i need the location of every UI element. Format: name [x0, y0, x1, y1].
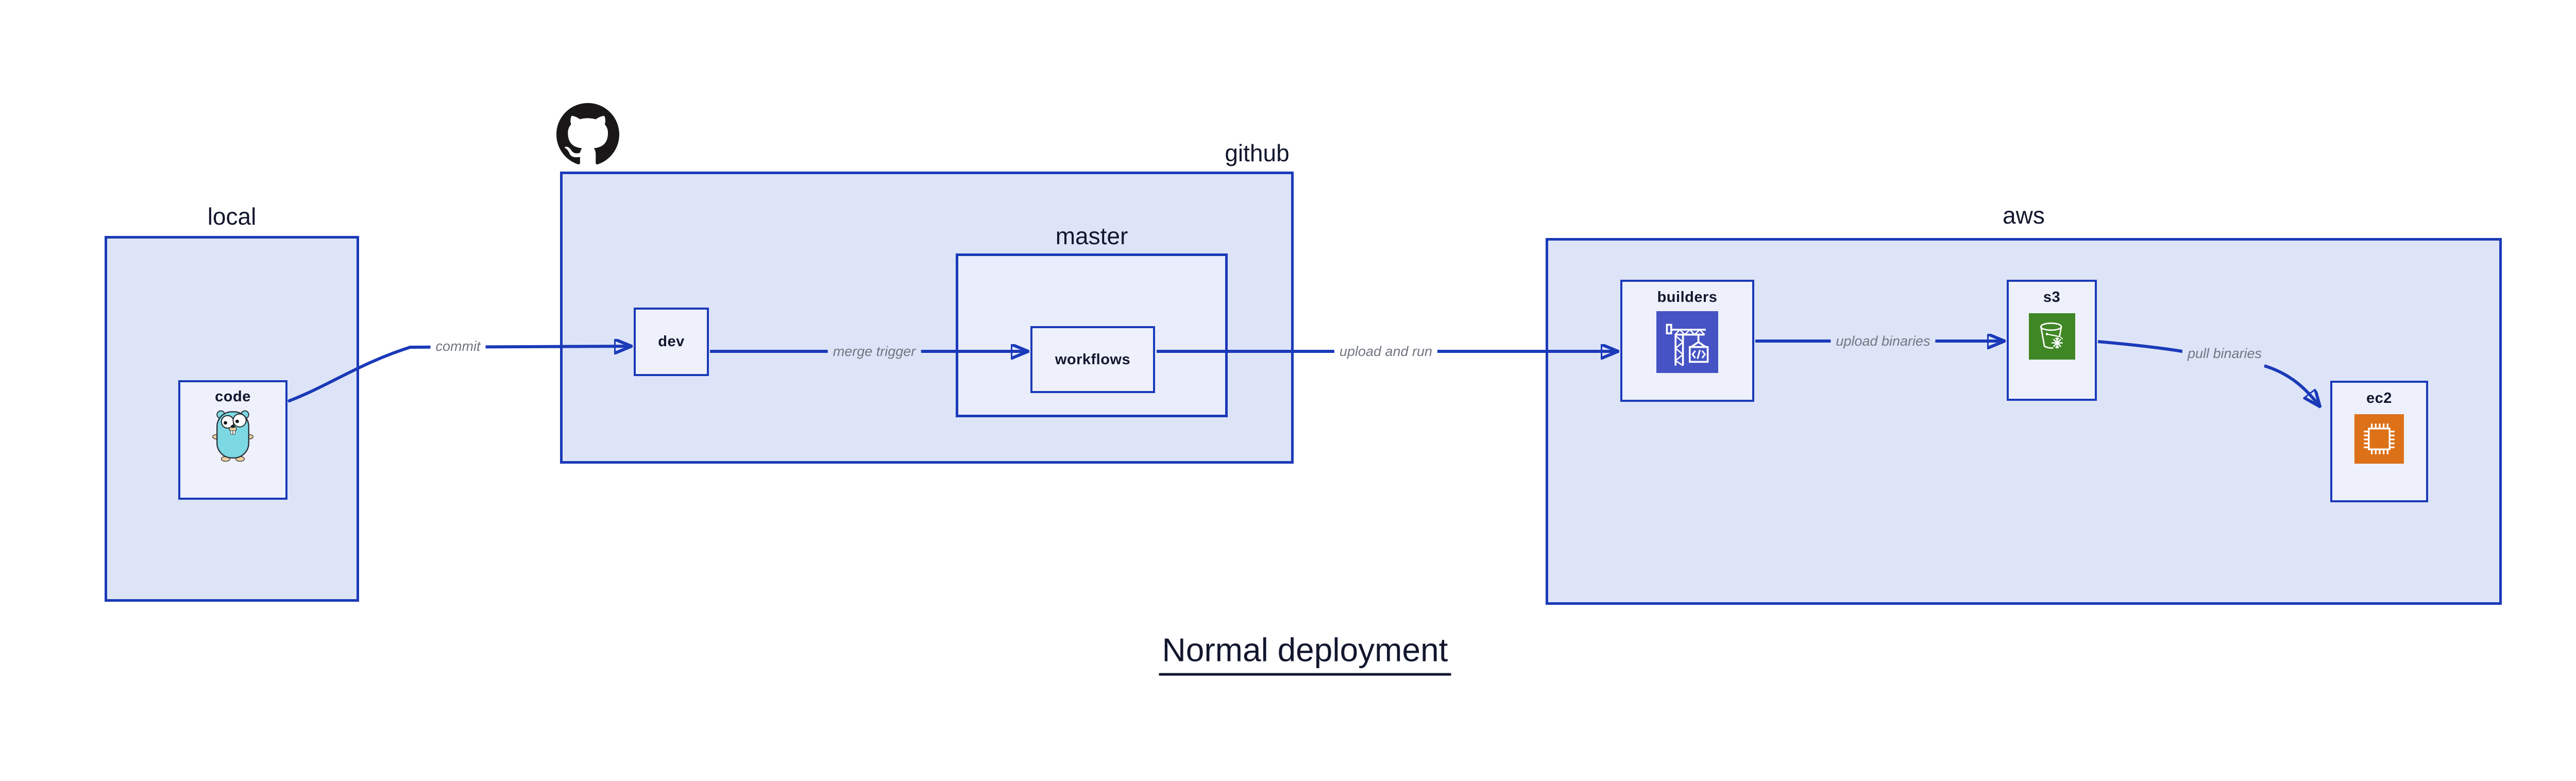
- code-label: code: [215, 388, 251, 405]
- aws-ec2-chip-icon: [2354, 414, 2404, 464]
- builders-label: builders: [1657, 289, 1718, 305]
- edge-label-upload-binaries: upload binaries: [1831, 331, 1936, 351]
- diagram-title: Normal deployment: [1159, 631, 1451, 676]
- workflows-label: workflows: [1055, 351, 1131, 368]
- node-s3: s3: [2007, 280, 2097, 401]
- github-octocat-icon: [556, 103, 619, 168]
- edge-label-commit: commit: [430, 336, 486, 356]
- go-gopher-icon: [211, 408, 255, 463]
- node-code: code: [178, 380, 287, 500]
- s3-label: s3: [2043, 289, 2061, 305]
- local-group-label: local: [207, 203, 257, 230]
- aws-codebuild-icon: [1656, 311, 1719, 373]
- edge-label-upload-and-run: upload and run: [1334, 342, 1438, 361]
- ec2-label: ec2: [2366, 390, 2392, 406]
- node-dev: dev: [634, 308, 709, 376]
- edge-label-pull-binaries: pull binaries: [2182, 344, 2267, 363]
- node-ec2: ec2: [2330, 381, 2428, 502]
- github-group-label: github: [1225, 140, 1290, 166]
- dev-label: dev: [658, 333, 685, 350]
- edge-label-merge-trigger: merge trigger: [827, 342, 921, 361]
- aws-group-label: aws: [2003, 202, 2045, 229]
- master-branch-label: master: [1055, 223, 1128, 249]
- aws-s3-glacier-bucket-icon: [2028, 313, 2075, 360]
- node-builders: builders: [1620, 280, 1754, 402]
- node-workflows: workflows: [1030, 326, 1155, 393]
